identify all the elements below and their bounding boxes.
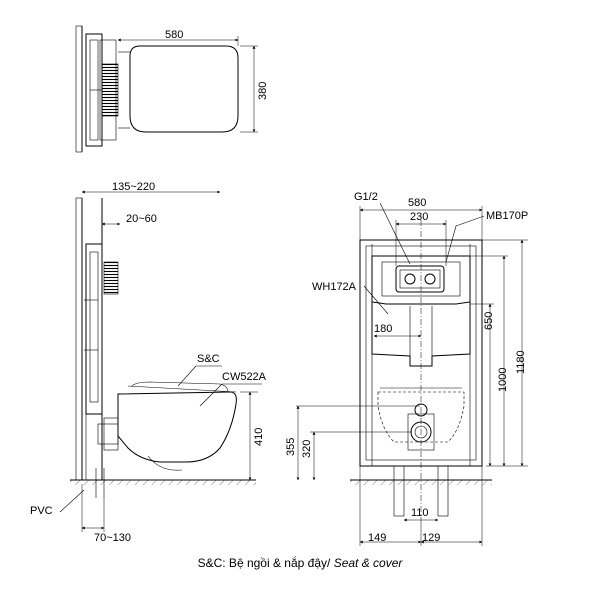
height-650-label: 650 [483, 312, 495, 330]
side-offset-label: 20~60 [126, 213, 157, 225]
tank-width-label: 230 [410, 211, 428, 223]
pvc-label: PVC [30, 505, 53, 517]
caption-text: S&C: Bệ ngồi & nắp đậy/ [197, 556, 334, 570]
width-129-label: 129 [422, 532, 440, 544]
side-view [59, 190, 262, 532]
top-depth-label: 380 [257, 82, 269, 100]
front-view [296, 202, 528, 546]
side-bottom-label: 70~130 [94, 532, 131, 544]
side-wall-depth-label: 135~220 [112, 181, 155, 193]
top-view [75, 25, 258, 153]
side-height-label: 410 [253, 428, 265, 446]
height-355-label: 355 [285, 438, 297, 456]
push-plate-model-label: MB170P [486, 210, 528, 222]
tank-model-label: WH172A [312, 281, 357, 293]
width-110-label: 110 [411, 507, 429, 519]
offset-180-label: 180 [374, 323, 392, 335]
frame-width-label: 580 [408, 197, 426, 209]
height-320-label: 320 [301, 440, 313, 458]
top-width-label: 580 [165, 29, 183, 41]
connection-label: G1/2 [354, 191, 378, 203]
seat-label: S&C [197, 353, 220, 365]
toilet-model-label: CW522A [222, 371, 267, 383]
caption: S&C: Bệ ngồi & nắp đậy/ Seat & cover [0, 556, 600, 570]
width-149-label: 149 [368, 532, 386, 544]
height-1180-label: 1180 [515, 350, 527, 374]
height-1000-label: 1000 [497, 368, 509, 392]
caption-text-italic: Seat & cover [333, 556, 403, 570]
